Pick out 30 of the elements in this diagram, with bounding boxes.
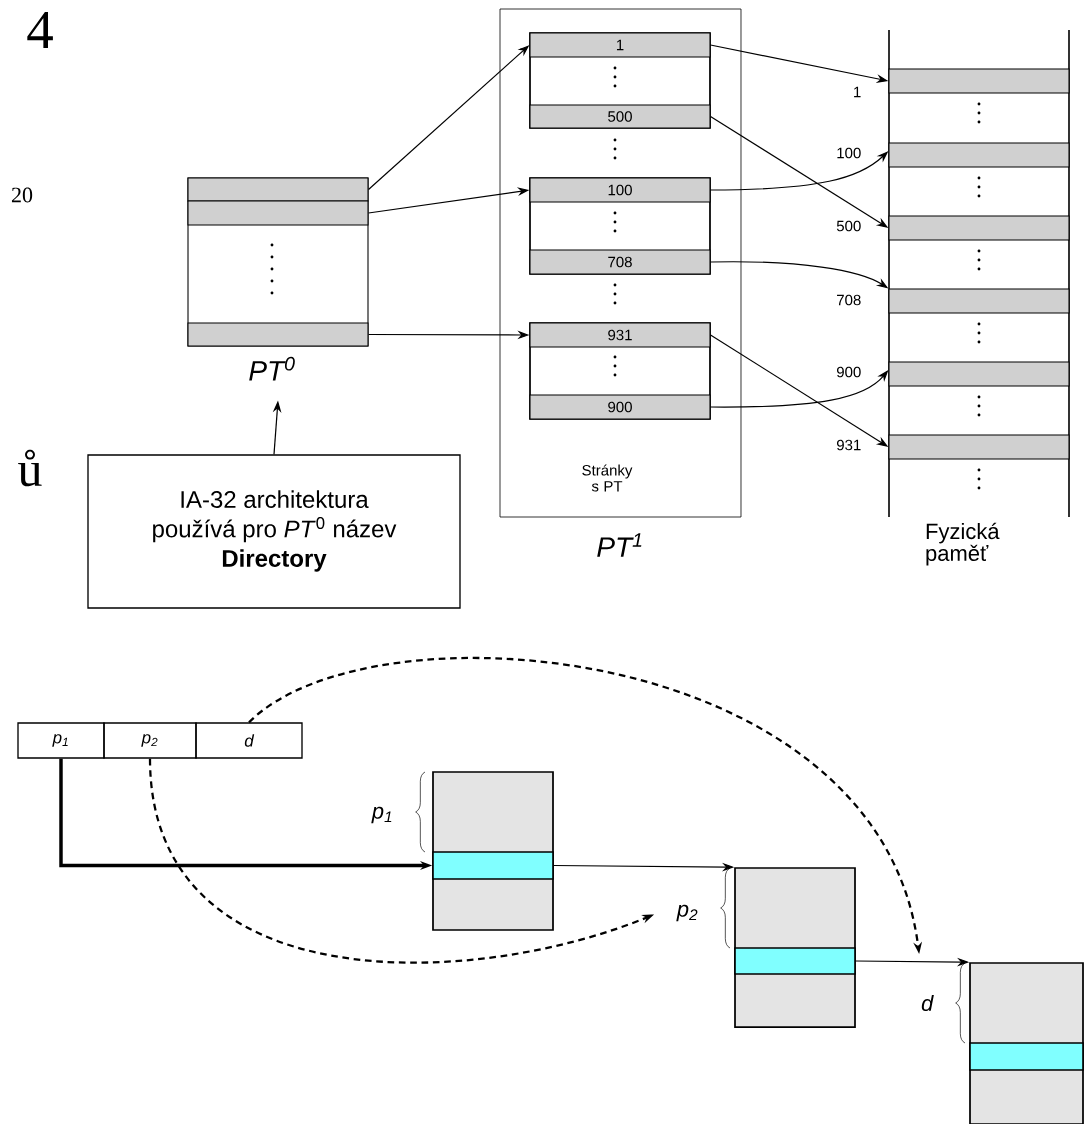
brace-label: p$_{2}$ xyxy=(676,904,698,922)
address-field: p$_{1}$ xyxy=(17,722,105,759)
selected-entry xyxy=(432,851,554,880)
text-fragment: ů xyxy=(18,449,42,487)
table-row: 100 xyxy=(529,177,711,203)
note-box: IA-32 architektura používá pro PT$^{0}$ název Directory xyxy=(87,454,461,609)
address-label: 500 xyxy=(836,220,861,232)
table-row: 500 xyxy=(529,104,711,129)
table-row xyxy=(187,200,369,226)
text-fragment: 20 xyxy=(11,187,33,203)
text-fragment: 4 xyxy=(27,11,53,49)
selected-entry xyxy=(969,1042,1084,1071)
table-row xyxy=(187,177,369,202)
node-label: PT$^{1}$ xyxy=(597,533,642,557)
table-row: 931 xyxy=(529,322,711,348)
address-label: 100 xyxy=(837,147,861,159)
address-field: d xyxy=(195,722,303,759)
address-label: 1 xyxy=(854,86,861,98)
address-label: 931 xyxy=(837,439,861,451)
table-row: 708 xyxy=(529,249,711,275)
table-row: 900 xyxy=(529,394,711,420)
selected-entry xyxy=(734,947,856,975)
address-label: 900 xyxy=(837,366,861,378)
node-label: PT$^{0}$ xyxy=(249,356,295,381)
table-row xyxy=(187,322,369,347)
address-label: 708 xyxy=(837,294,861,306)
address-field: p$_{2}$ xyxy=(103,722,197,759)
brace-label: p$_{1}$ xyxy=(371,806,392,824)
table-row: 1 xyxy=(529,32,711,58)
brace-label: d xyxy=(921,994,934,1012)
